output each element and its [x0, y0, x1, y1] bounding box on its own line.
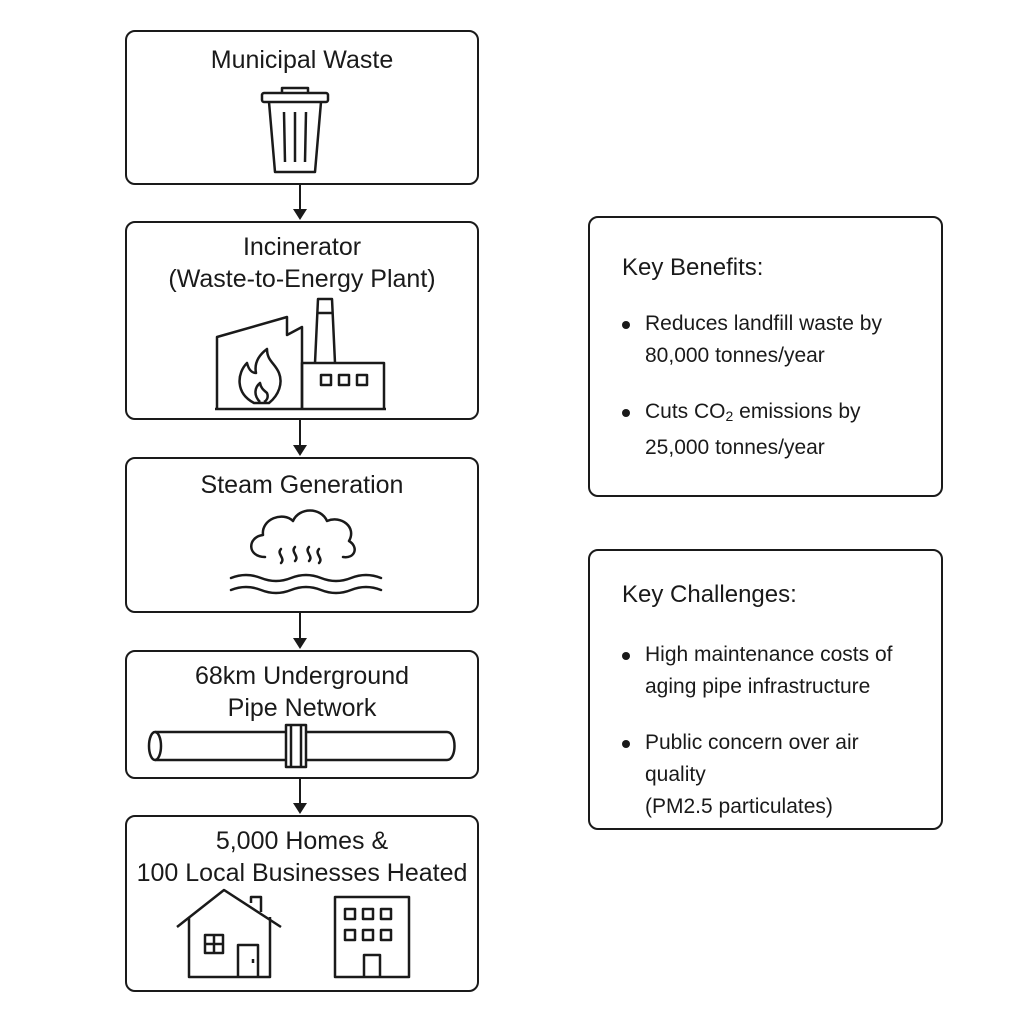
list-item: Reduces landfill waste by 80,000 tonnes/… [620, 308, 921, 372]
key-benefits-panel: Key Benefits: Reduces landfill waste by … [588, 216, 943, 497]
flow-arrow [293, 419, 307, 456]
pipe-icon [147, 723, 456, 769]
stage-label: Municipal Waste [210, 46, 394, 74]
house-building-icon [176, 888, 411, 979]
benefits-list: Reduces landfill waste by 80,000 tonnes/… [620, 308, 921, 488]
key-challenges-panel: Key Challenges: High maintenance costs o… [588, 549, 943, 830]
stage-label: 68km Underground Pipe Network [194, 662, 409, 722]
stage-incinerator: Incinerator (Waste-to-Energy Plant) [125, 221, 479, 420]
flow-arrow [293, 612, 307, 649]
flow-arrow [293, 778, 307, 814]
factory-fire-icon [215, 297, 386, 411]
stage-label: 5,000 Homes & 100 Local Businesses Heate… [136, 827, 468, 887]
challenges-list: High maintenance costs of aging pipe inf… [620, 639, 921, 847]
trash-can-icon [260, 86, 330, 174]
flow-arrow [293, 184, 307, 220]
panel-title: Key Challenges: [622, 581, 797, 608]
stage-label: Steam Generation [200, 471, 404, 499]
stage-homes-businesses: 5,000 Homes & 100 Local Businesses Heate… [125, 815, 479, 992]
stage-steam-generation: Steam Generation [125, 457, 479, 613]
list-item: Cuts CO2 emissions by 25,000 tonnes/year [620, 396, 921, 464]
stage-municipal-waste: Municipal Waste [125, 30, 479, 185]
steam-cloud-icon [229, 509, 383, 595]
stage-pipe-network: 68km Underground Pipe Network [125, 650, 479, 779]
list-item: Public concern over air quality (PM2.5 p… [620, 727, 921, 823]
stage-label: Incinerator (Waste-to-Energy Plant) [168, 233, 436, 293]
panel-title: Key Benefits: [622, 254, 764, 281]
list-item: High maintenance costs of aging pipe inf… [620, 639, 921, 703]
